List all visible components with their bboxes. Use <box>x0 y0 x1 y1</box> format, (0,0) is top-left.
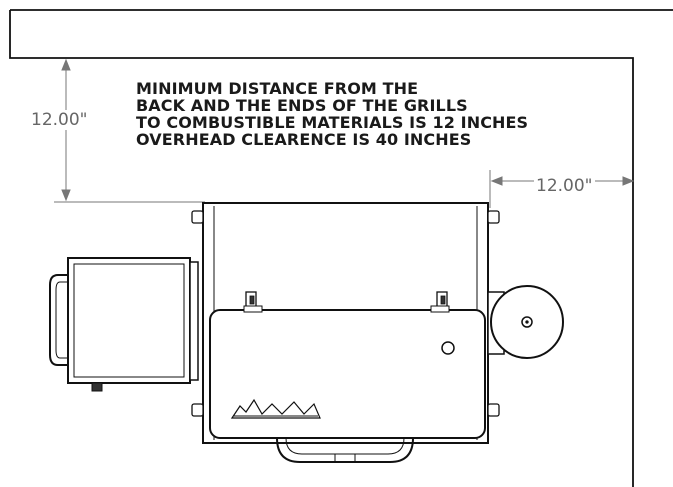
end-dimension-line <box>489 170 635 208</box>
end-clearance-label: 12.00" <box>534 176 595 196</box>
back-clearance-label: 12.00" <box>31 110 88 130</box>
note-line: TO COMBUSTIBLE MATERIALS IS 12 INCHES <box>136 113 529 132</box>
clearance-note: MINIMUM DISTANCE FROM THE BACK AND THE E… <box>136 80 528 148</box>
note-line: OVERHEAD CLEARENCE IS 40 INCHES <box>136 130 472 149</box>
smoke-stack <box>487 285 564 359</box>
back-dimension-line <box>54 58 205 203</box>
logo-mountain-icon <box>230 398 321 419</box>
note-line: BACK AND THE ENDS OF THE GRILLS <box>136 96 468 115</box>
pellet-hopper <box>49 257 199 392</box>
grill-body <box>191 202 500 463</box>
note-line: MINIMUM DISTANCE FROM THE <box>136 79 419 98</box>
wall-outline <box>9 9 673 487</box>
